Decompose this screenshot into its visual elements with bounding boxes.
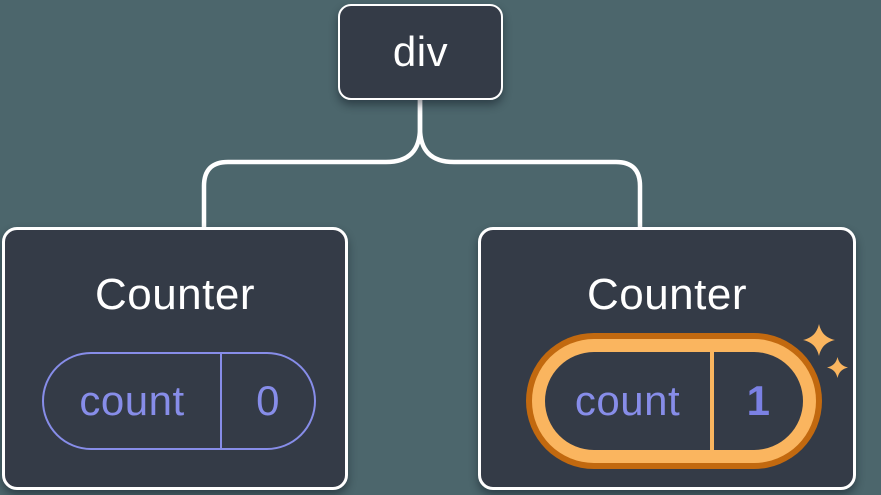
node-div: div xyxy=(338,4,503,100)
state-key-label: count xyxy=(79,377,185,424)
state-highlight-ring-inner: count 1 xyxy=(532,339,816,463)
node-counter-right: Counter count 1 xyxy=(478,227,856,490)
connector-left-branch xyxy=(201,99,423,229)
sparkle-star-icon xyxy=(803,324,835,356)
node-counter-left: Counter count 0 xyxy=(2,227,348,490)
state-pill-left: count 0 xyxy=(42,352,316,450)
counter-right-title: Counter xyxy=(586,270,748,319)
state-value: 1 xyxy=(746,377,771,424)
state-value: 0 xyxy=(256,377,280,424)
node-div-label: div xyxy=(392,28,449,75)
counter-left-title: Counter xyxy=(94,270,256,319)
state-highlight-ring: count 1 xyxy=(526,333,822,469)
state-key-label: count xyxy=(574,377,681,424)
connector-right-branch xyxy=(417,99,643,229)
pill-divider xyxy=(220,354,222,448)
pill-divider xyxy=(710,352,714,450)
state-pill-right: count 1 xyxy=(545,352,803,450)
sparkle-star-icon xyxy=(827,357,848,378)
